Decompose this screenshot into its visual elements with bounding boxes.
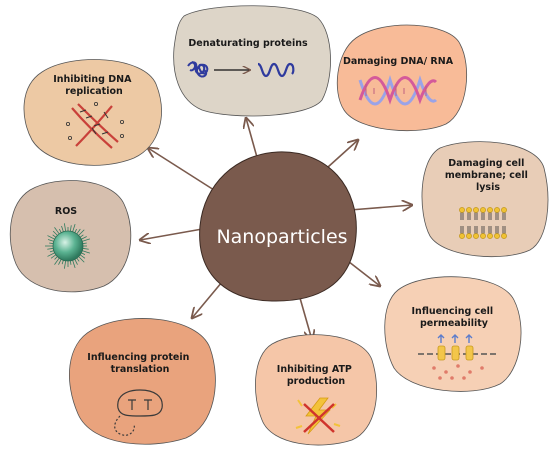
label-permeability: Influencing cell permeability	[412, 306, 497, 329]
ros-spike	[47, 235, 56, 241]
label-line: Inhibiting DNA	[53, 74, 132, 85]
ros-spike	[71, 224, 76, 233]
effect-translation: Influencing protein translation	[69, 318, 216, 445]
label-line: Denaturating proteins	[188, 38, 308, 49]
ros-spike	[64, 223, 67, 233]
label-line: lysis	[476, 182, 500, 193]
lipid-head	[480, 233, 486, 239]
effect-atp: Inhibiting ATP production	[255, 334, 378, 446]
label-replication: Inhibiting DNA replication	[53, 74, 135, 97]
label-line: replication	[65, 86, 123, 97]
effect-dna-rna: Damaging DNA/ RNA	[336, 24, 467, 132]
label-line: Damaging cell	[448, 158, 524, 169]
lipid-head	[459, 233, 465, 239]
lipid-head	[466, 233, 472, 239]
lipid-head	[501, 207, 507, 213]
blob-replication	[23, 59, 162, 166]
ros-particle-icon	[45, 223, 90, 269]
label-line: Damaging DNA/ RNA	[343, 56, 454, 67]
ros-spike	[81, 238, 90, 243]
effect-membrane: Damaging cell membrane; cell lysis	[421, 141, 549, 258]
blob-permeability	[384, 276, 522, 392]
lipid-head	[487, 207, 493, 213]
lipid-head	[473, 233, 479, 239]
effect-replication: Inhibiting DNA replication	[23, 59, 162, 166]
nanoparticle-blob	[199, 151, 357, 302]
lipid-head	[501, 233, 507, 239]
arrow-atp	[299, 297, 312, 340]
membrane-channel-icon	[418, 334, 496, 380]
lipid-head	[466, 207, 472, 213]
arrow-replication	[148, 148, 215, 191]
label-membrane: Damaging cell membrane; cell lysis	[445, 158, 531, 193]
lipid-head	[487, 233, 493, 239]
ros-spike	[47, 251, 56, 257]
effect-permeability: Influencing cell permeability	[384, 276, 522, 392]
label-line: production	[287, 376, 346, 387]
label-ros: ROS	[55, 206, 77, 217]
blob-atp	[255, 334, 378, 446]
ros-spike	[64, 259, 67, 269]
dna-helix-icon	[358, 74, 438, 106]
label-line: Inhibiting ATP	[277, 364, 352, 375]
protein-unfolding-icon	[187, 61, 295, 78]
lipid-head	[494, 233, 500, 239]
center-node: Nanoparticles	[199, 151, 357, 302]
lightning-cross-icon	[295, 397, 341, 435]
center-label: Nanoparticles	[216, 226, 347, 248]
label-dna-rna: Damaging DNA/ RNA	[343, 56, 454, 67]
blob-translation	[69, 318, 216, 445]
label-atp: Inhibiting ATP production	[277, 364, 355, 387]
ros-spike	[54, 257, 61, 265]
broken-dna-icon	[66, 102, 125, 149]
label-line: Influencing protein	[87, 352, 189, 363]
arrow-translation	[192, 281, 223, 318]
effect-denaturating: Denaturating proteins	[173, 5, 331, 117]
ribosome-icon	[114, 389, 163, 436]
ros-spike	[77, 229, 85, 237]
label-denaturating: Denaturating proteins	[188, 38, 308, 49]
lipid-head	[480, 207, 486, 213]
label-line: Influencing cell	[412, 306, 494, 317]
label-translation: Influencing protein translation	[87, 352, 192, 375]
ros-spike	[54, 227, 61, 235]
ros-spike	[77, 255, 85, 263]
label-line: membrane; cell	[445, 170, 528, 181]
effect-ros: ROS	[9, 180, 132, 293]
ros-spike	[81, 249, 90, 254]
label-line: ROS	[55, 206, 77, 217]
ros-spike	[71, 259, 76, 268]
lipid-head	[494, 207, 500, 213]
label-line: translation	[111, 364, 170, 375]
lipid-head	[473, 207, 479, 213]
lipid-bilayer-icon	[459, 207, 507, 239]
arrow-ros	[140, 227, 209, 240]
blob-denaturating	[173, 5, 331, 117]
lipid-head	[459, 207, 465, 213]
label-line: permeability	[420, 318, 489, 329]
arrow-membrane	[349, 205, 412, 210]
blob-membrane	[421, 141, 549, 258]
